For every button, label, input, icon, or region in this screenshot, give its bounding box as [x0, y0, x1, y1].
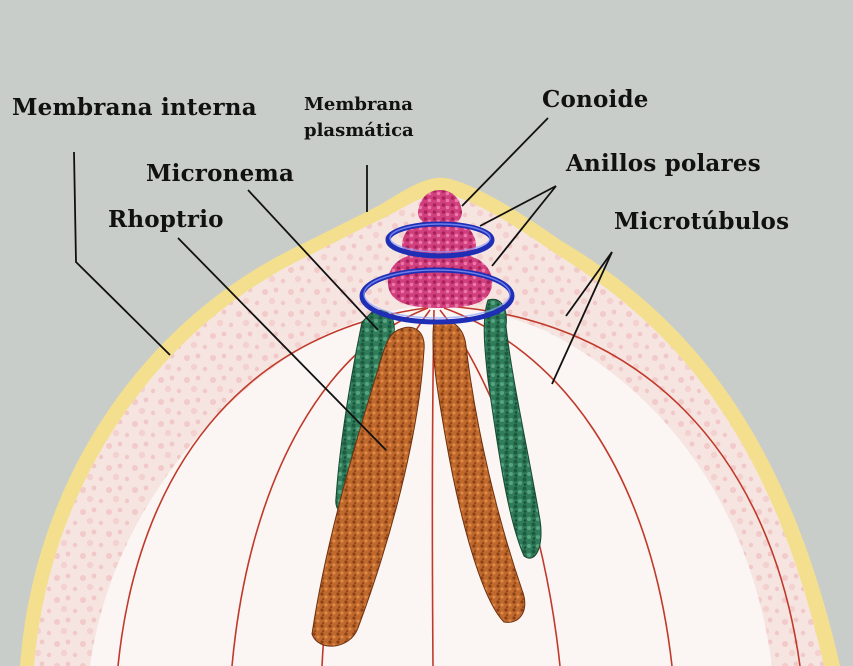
label-membrana-plasmatica-line1: Membrana: [304, 96, 413, 114]
label-microtubulos: Microtúbulos: [614, 210, 789, 233]
label-rhoptrio: Rhoptrio: [108, 208, 224, 231]
label-conoide: Conoide: [542, 88, 649, 111]
label-micronema: Micronema: [146, 162, 294, 185]
label-membrana-plasmatica-line2: plasmática: [304, 122, 414, 140]
label-anillos-polares: Anillos polares: [566, 152, 761, 175]
label-membrana-interna: Membrana interna: [12, 96, 257, 119]
